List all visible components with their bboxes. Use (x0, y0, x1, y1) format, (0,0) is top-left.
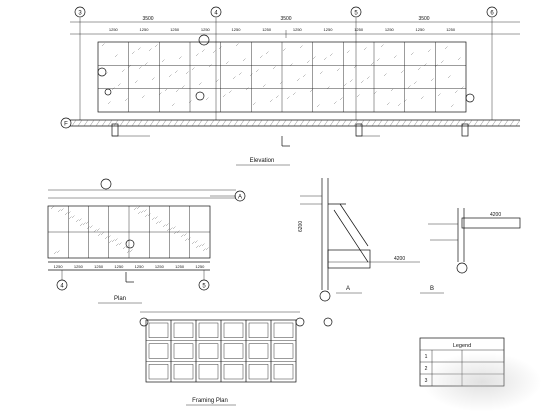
dim-text: 1250 (232, 27, 242, 32)
dim-text: 1250 (54, 264, 64, 269)
dim-text: 1250 (170, 27, 180, 32)
section-b-title: B (430, 286, 434, 292)
sub-dimensions: 1250 1250 1250 1250 1250 1250 1250 1250 1250 1250… (109, 27, 456, 32)
plan-dimensions: 1250 1250 1250 1250 1250 1250 1250 1250 (54, 264, 205, 269)
detail-marker (198, 34, 210, 46)
section-a-title: A (346, 286, 350, 292)
plan-title: Plan (114, 296, 126, 302)
dim-text: 6200 (298, 221, 304, 232)
dim-text: 1250 (446, 27, 456, 32)
plan-view: 1250 1250 1250 1250 1250 1250 1250 1250 A 4 5 (47, 178, 246, 304)
dim-text: 1250 (293, 27, 303, 32)
dim-text: 3500 (142, 16, 153, 22)
plan-axis-4: 4 (56, 270, 68, 291)
panel-hatch (101, 43, 464, 108)
axis-bubble-F: F (60, 117, 72, 129)
dim-text: 1250 (385, 27, 395, 32)
svg-text:F: F (64, 122, 68, 128)
detail-marker (104, 88, 112, 96)
svg-text:4: 4 (214, 11, 218, 17)
dim-text: 4200 (394, 256, 405, 262)
dim-text: 1250 (262, 27, 272, 32)
axis-bubble-4: 4 (210, 6, 222, 120)
svg-text:3: 3 (78, 11, 82, 17)
plan-axis-5: 5 (198, 270, 210, 291)
watermark (422, 352, 542, 412)
dim-text: 1250 (140, 27, 150, 32)
framing-title: Framing Plan (192, 398, 228, 404)
section-a: 6200 4200 A (298, 178, 420, 302)
dim-text: 1250 (195, 264, 205, 269)
framing-plan: Framing Plan (139, 311, 333, 406)
detail-marker (465, 93, 475, 103)
svg-text:4: 4 (60, 284, 64, 290)
dim-text: 1250 (201, 27, 211, 32)
dim-text: 1250 (324, 27, 334, 32)
dim-text: 1250 (109, 27, 119, 32)
axis-bubble (319, 290, 331, 302)
svg-text:A: A (238, 195, 242, 201)
dim-text: 3500 (280, 16, 291, 22)
dim-text: 1250 (416, 27, 426, 32)
dim-text: 1250 (94, 264, 104, 269)
panel-grid (98, 42, 466, 112)
detail-marker (97, 67, 107, 77)
plan-grid (48, 206, 210, 258)
detail-marker (195, 91, 205, 101)
detail-marker (125, 239, 135, 249)
elevation-title: Elevation (250, 158, 275, 164)
dim-text: 1250 (175, 264, 185, 269)
section-b: 4200 B (420, 208, 521, 294)
axis-bubble-A: A (210, 190, 246, 202)
dim-text: 1250 (114, 264, 124, 269)
dim-text: 1250 (135, 264, 145, 269)
plan-hatch (50, 206, 209, 255)
svg-text:5: 5 (354, 11, 358, 17)
svg-text:6: 6 (490, 11, 494, 17)
ground-hatch (71, 119, 521, 127)
axis-bubble-3: 3 (74, 6, 86, 120)
axis-bubble-5: 5 (350, 6, 362, 120)
dim-text: 1250 (354, 27, 364, 32)
dim-text: 1250 (155, 264, 165, 269)
axis-bubble-6: 6 (486, 6, 498, 120)
framing-grid (146, 320, 296, 382)
legend-title: Legend (453, 343, 471, 349)
dim-text: 4200 (490, 212, 501, 218)
svg-text:5: 5 (202, 284, 206, 290)
dim-text: 1250 (74, 264, 84, 269)
dim-text: 3500 (418, 16, 429, 22)
detail-marker (100, 178, 112, 190)
elevation-view: 3 4 5 6 3500 3500 3500 (60, 6, 521, 166)
axis-bubble (456, 262, 468, 274)
